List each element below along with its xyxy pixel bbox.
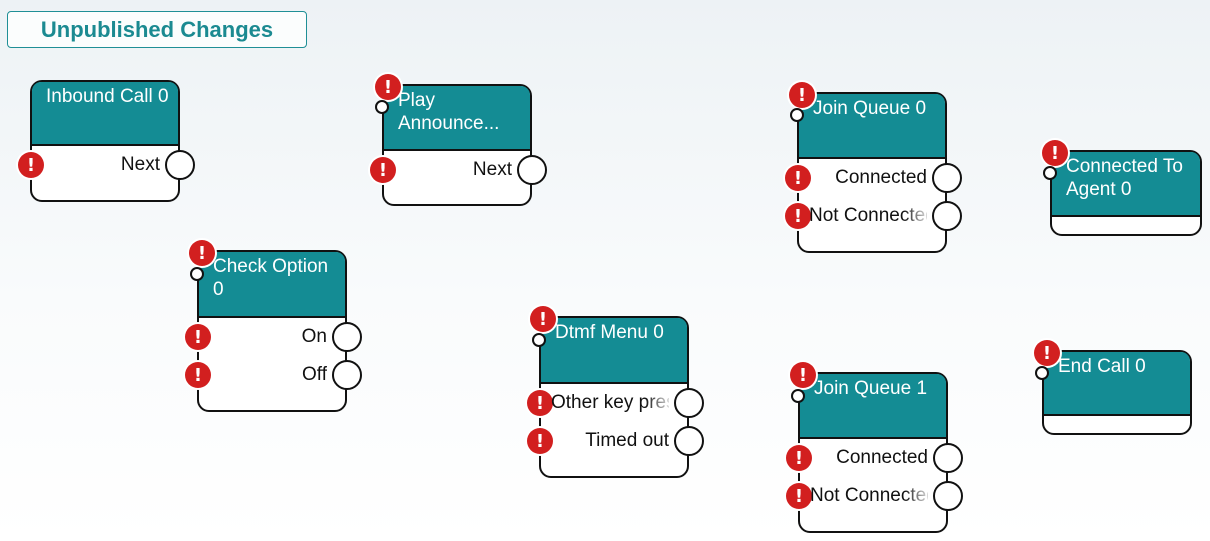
- output-other-key[interactable]: ! Other key pressed: [527, 384, 704, 422]
- output-label: Next: [120, 154, 160, 175]
- node-end-call[interactable]: ! End Call 0: [1034, 340, 1192, 435]
- node-header[interactable]: End Call 0: [1044, 352, 1190, 416]
- error-icon[interactable]: !: [527, 390, 553, 416]
- node-title: Connected To Agent 0: [1066, 156, 1183, 200]
- error-icon[interactable]: !: [185, 324, 211, 350]
- output-port[interactable]: [332, 360, 362, 390]
- output-label: On: [301, 326, 327, 347]
- output-timed-out[interactable]: ! Timed out: [527, 422, 704, 460]
- output-label: Off: [302, 364, 327, 385]
- node-header[interactable]: Join Queue 0: [799, 94, 945, 159]
- node-title: Join Queue 1: [814, 378, 928, 399]
- node-title: Join Queue 0: [813, 98, 927, 119]
- node-body: ! Connected ! Not Connected: [785, 159, 962, 251]
- node-play-announcement[interactable]: ! Play Announce... ! Next: [370, 74, 547, 206]
- output-port[interactable]: [933, 443, 963, 473]
- output-label: Next: [472, 159, 512, 180]
- output-label: Other key pressed: [551, 392, 669, 413]
- output-port[interactable]: [932, 163, 962, 193]
- node-header[interactable]: Play Announce...: [384, 86, 530, 151]
- error-icon[interactable]: !: [790, 362, 816, 388]
- node-body: ! Next: [370, 151, 547, 204]
- output-port[interactable]: [165, 150, 195, 180]
- node-join-queue-1[interactable]: ! Join Queue 1 ! Connected ! Not Connect…: [786, 362, 963, 533]
- node-header[interactable]: Dtmf Menu 0: [541, 318, 687, 384]
- output-next[interactable]: ! Next: [18, 146, 195, 184]
- node-join-queue-0[interactable]: ! Join Queue 0 ! Connected ! Not Connect…: [785, 82, 962, 253]
- output-connected[interactable]: ! Connected: [785, 159, 962, 197]
- error-icon[interactable]: !: [375, 74, 401, 100]
- error-icon[interactable]: !: [530, 306, 556, 332]
- output-on[interactable]: ! On: [185, 318, 362, 356]
- node-check-option[interactable]: ! Check Option 0 ! On ! Off: [185, 240, 362, 412]
- node-body: ! Next: [18, 146, 195, 200]
- node-dtmf-menu[interactable]: ! Dtmf Menu 0 ! Other key pressed ! Time…: [527, 306, 704, 478]
- output-off[interactable]: ! Off: [185, 356, 362, 394]
- input-port[interactable]: [190, 267, 204, 281]
- input-port[interactable]: [1043, 166, 1057, 180]
- output-not-connected[interactable]: ! Not Connected: [785, 197, 962, 235]
- output-port[interactable]: [517, 155, 547, 185]
- node-body: ! Connected ! Not Connected: [786, 439, 963, 531]
- node-title: Check Option 0: [213, 256, 329, 300]
- node-header[interactable]: Join Queue 1: [800, 374, 946, 439]
- node-body: ! On ! Off: [185, 318, 362, 410]
- output-port[interactable]: [933, 481, 963, 511]
- error-icon[interactable]: !: [189, 240, 215, 266]
- output-label: Timed out: [585, 430, 669, 451]
- error-icon[interactable]: !: [789, 82, 815, 108]
- error-icon[interactable]: !: [1034, 340, 1060, 366]
- input-port[interactable]: [791, 389, 805, 403]
- error-icon[interactable]: !: [786, 445, 812, 471]
- output-next[interactable]: ! Next: [370, 151, 547, 189]
- output-port[interactable]: [674, 426, 704, 456]
- error-icon[interactable]: !: [185, 362, 211, 388]
- output-connected[interactable]: ! Connected: [786, 439, 963, 477]
- error-icon[interactable]: !: [18, 152, 44, 178]
- output-label: Connected: [835, 167, 927, 188]
- input-port[interactable]: [532, 333, 546, 347]
- node-title: End Call 0: [1058, 356, 1146, 377]
- node-body: [1052, 217, 1200, 234]
- output-port[interactable]: [332, 322, 362, 352]
- error-icon[interactable]: !: [785, 165, 811, 191]
- node-header[interactable]: Connected To Agent 0: [1052, 152, 1200, 217]
- input-port[interactable]: [375, 100, 389, 114]
- input-port[interactable]: [1035, 366, 1049, 380]
- node-body: [1044, 416, 1190, 433]
- output-port[interactable]: [674, 388, 704, 418]
- node-header[interactable]: Check Option 0: [199, 252, 345, 318]
- output-label: Not Connected: [809, 205, 927, 226]
- error-icon[interactable]: !: [786, 483, 812, 509]
- output-label: Not Connected: [810, 485, 928, 506]
- error-icon[interactable]: !: [785, 203, 811, 229]
- output-label: Connected: [836, 447, 928, 468]
- node-inbound-call[interactable]: Inbound Call 0 ! Next: [18, 80, 195, 202]
- node-header[interactable]: Inbound Call 0: [32, 82, 178, 146]
- error-icon[interactable]: !: [370, 157, 396, 183]
- node-connected-to-agent[interactable]: ! Connected To Agent 0: [1042, 140, 1202, 236]
- node-title: Inbound Call 0: [46, 86, 169, 107]
- node-title: Dtmf Menu 0: [555, 322, 664, 343]
- error-icon[interactable]: !: [1042, 140, 1068, 166]
- node-title: Play Announce...: [398, 90, 500, 134]
- output-not-connected[interactable]: ! Not Connected: [786, 477, 963, 515]
- input-port[interactable]: [790, 108, 804, 122]
- unpublished-changes-button[interactable]: Unpublished Changes: [7, 11, 307, 48]
- node-body: ! Other key pressed ! Timed out: [527, 384, 704, 476]
- error-icon[interactable]: !: [527, 428, 553, 454]
- output-port[interactable]: [932, 201, 962, 231]
